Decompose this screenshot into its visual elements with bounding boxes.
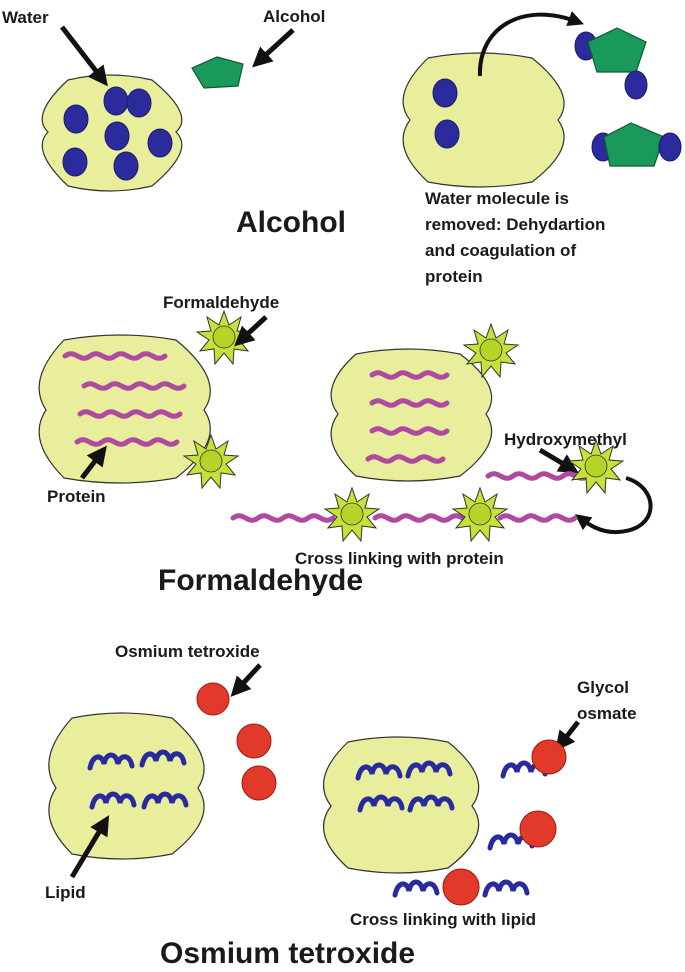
- crosslink-curve-arrow: [574, 476, 653, 535]
- alcohol-result-line-4: protein: [425, 267, 483, 286]
- cell-after-alcohol: [402, 52, 565, 188]
- lipid-molecule: [485, 882, 527, 895]
- water-molecule: [113, 151, 139, 181]
- protein-strand: [369, 398, 450, 408]
- formaldehyde-section: Formaldehyde Protein Hydroxymethyl Cross…: [38, 293, 653, 597]
- crosslinked-lipid: [395, 868, 527, 906]
- alcohol-result-line-2: removed: Dehydartion: [425, 215, 605, 234]
- osmium-molecule: [236, 723, 272, 759]
- protein-arrow: [80, 445, 107, 480]
- formaldehyde-label: Formaldehyde: [163, 293, 279, 312]
- protein-strand: [62, 351, 168, 361]
- protein-strand: [365, 454, 446, 464]
- cell-after-formaldehyde: [330, 348, 493, 482]
- protein-strand: [497, 513, 578, 523]
- protein-strand: [369, 370, 450, 380]
- protein-strand: [485, 471, 591, 481]
- dehydrated-molecules: [574, 27, 682, 167]
- removal-arrow: [477, 11, 584, 77]
- water-molecule: [434, 119, 460, 149]
- protein-strand: [369, 426, 450, 436]
- water-molecules: [62, 86, 173, 181]
- alcohol-molecule: [587, 27, 647, 73]
- alcohol-molecule: [603, 122, 665, 167]
- water-molecule: [62, 147, 88, 177]
- water-molecule: [63, 104, 89, 134]
- protein-strands: [62, 351, 187, 447]
- formaldehyde-title: Formaldehyde: [158, 564, 363, 597]
- protein-label: Protein: [47, 487, 106, 506]
- osmium-label: Osmium tetroxide: [115, 642, 260, 661]
- formaldehyde-molecule: [452, 487, 508, 542]
- osmium-molecule: [241, 765, 277, 801]
- water-label: Water: [2, 8, 49, 27]
- alcohol-title: Alcohol: [236, 206, 346, 239]
- water-molecule: [624, 70, 648, 100]
- osmium-section: Osmium tetroxide Lipid Glycol osmate Cro…: [45, 642, 637, 970]
- osmium-molecule: [196, 682, 230, 716]
- water-molecule: [103, 86, 129, 116]
- lipid-molecule: [395, 882, 437, 895]
- water-molecule: [432, 78, 458, 108]
- water-arrow: [60, 25, 108, 87]
- water-molecule: [658, 132, 682, 162]
- crosslink-lipid-label: Cross linking with lipid: [350, 910, 536, 929]
- alcohol-result-line-1: Water molecule is: [425, 189, 569, 208]
- crosslink-protein-label: Cross linking with protein: [295, 549, 504, 568]
- alcohol-result-line-3: and coagulation of: [425, 241, 576, 260]
- protein-strand: [372, 513, 478, 523]
- osmium-molecule: [519, 810, 557, 848]
- protein-strand: [81, 381, 187, 391]
- glycol-osmate-molecule: [531, 739, 567, 775]
- crosslinked-protein: [230, 487, 578, 542]
- osmium-title: Osmium tetroxide: [160, 937, 415, 970]
- lipid-arrow: [69, 815, 110, 879]
- glycol-osmate-arrow: [555, 720, 580, 752]
- hydroxymethyl-label: Hydroxymethyl: [504, 430, 627, 449]
- lipid-label: Lipid: [45, 883, 86, 902]
- alcohol-section: Water Alcohol Water molecule is removed:…: [2, 7, 682, 286]
- alcohol-molecule: [191, 56, 244, 89]
- protein-strand: [230, 513, 336, 523]
- hydroxymethyl-arrow: [538, 447, 579, 474]
- alcohol-arrow: [252, 28, 295, 68]
- water-molecule: [104, 121, 130, 151]
- formaldehyde-arrow: [234, 315, 268, 347]
- alcohol-label: Alcohol: [263, 7, 325, 26]
- protein-strand: [74, 437, 180, 447]
- formaldehyde-molecule: [324, 487, 380, 542]
- protein-strand: [77, 409, 183, 419]
- cell-before-osmium: [48, 712, 205, 860]
- protein-strands: [365, 370, 450, 464]
- osmium-arrow: [230, 663, 262, 697]
- water-molecule: [147, 128, 173, 158]
- glycol-osmate-line-1: Glycol: [577, 678, 629, 697]
- osmium-molecule: [442, 868, 480, 906]
- glycol-osmate-line-2: osmate: [577, 704, 637, 723]
- water-molecule: [126, 88, 152, 118]
